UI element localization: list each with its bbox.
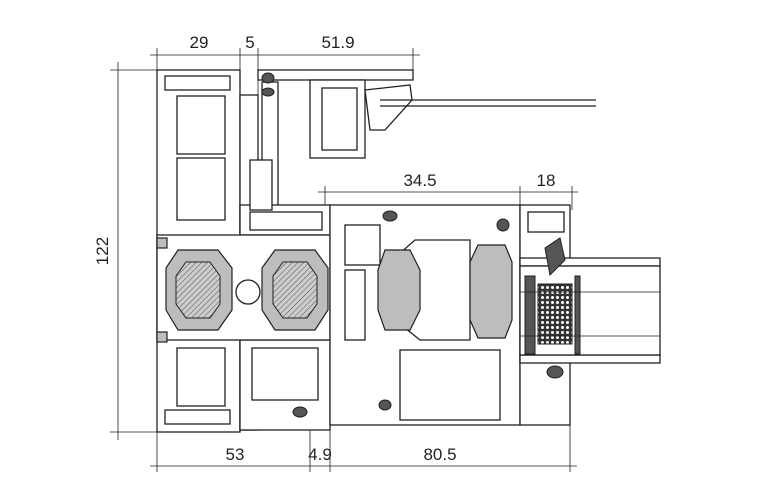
- dim-top-29: 29: [190, 33, 209, 52]
- dim-bottom-53: 53: [226, 445, 245, 464]
- dim-mid-34-5: 34.5: [403, 171, 436, 190]
- head-profile: [257, 69, 596, 223]
- dim-mid-18: 18: [537, 171, 556, 190]
- thermal-break-insulation: [156, 234, 331, 343]
- dim-bottom-4-9: 4.9: [308, 445, 332, 464]
- sash-profile: [329, 204, 521, 426]
- dim-height-122: 122: [93, 237, 112, 265]
- glazing-unit: [519, 204, 661, 426]
- dim-bottom-80-5: 80.5: [423, 445, 456, 464]
- spacer-bar: [537, 283, 573, 345]
- dim-top-5: 5: [245, 33, 254, 52]
- dim-top-51-9: 51.9: [321, 33, 354, 52]
- mullion-profile: [239, 159, 348, 431]
